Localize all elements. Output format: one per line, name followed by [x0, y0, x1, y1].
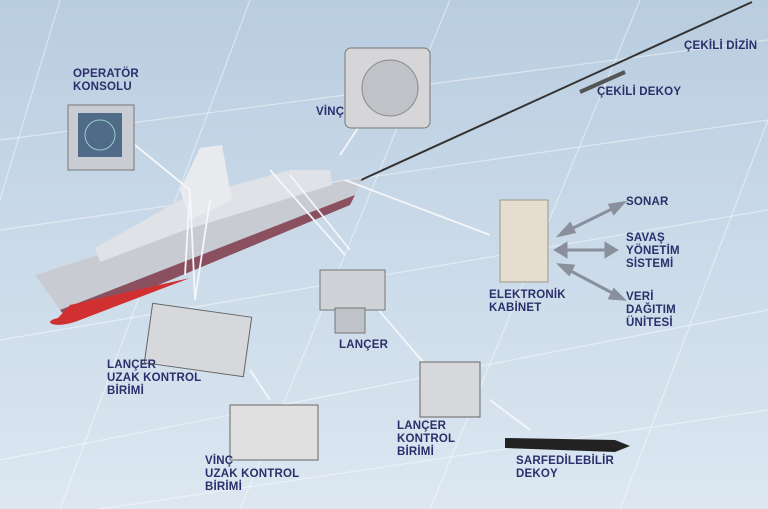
electronic-cabinet-device — [499, 199, 549, 283]
towed-decoy-body — [579, 70, 626, 94]
winch-device — [344, 47, 431, 129]
label-line: BİRİMİ — [107, 385, 144, 397]
label-line: BİRİMİ — [397, 446, 434, 458]
label-line: UZAK KONTROL — [205, 468, 300, 480]
winch-remote-control-device — [229, 404, 319, 461]
label-line: KONTROL — [397, 433, 456, 445]
label-operator-console: OPERATÖR KONSOLU — [73, 68, 139, 94]
label-combat-management-system: SAVAŞ YÖNETİM SİSTEMİ — [626, 232, 680, 271]
launcher-device — [319, 269, 386, 334]
label-launcher-remote-control: LANÇER UZAK KONTROL BİRİMİ — [107, 359, 201, 398]
label-line: OPERATÖR — [73, 68, 139, 80]
label-line: VİNÇ — [205, 455, 234, 467]
label-line: DEKOY — [516, 468, 558, 480]
arrows — [553, 200, 627, 301]
label-expendable-decoy: SARFEDİLEBİLİR DEKOY — [516, 455, 614, 481]
launcher-remote-control-device — [143, 302, 253, 378]
connection-lines — [134, 124, 531, 431]
label-line: KONSOLU — [73, 81, 132, 93]
label-towed-array: ÇEKİLİ DİZİN — [684, 40, 758, 52]
label-towed-decoy: ÇEKİLİ DEKOY — [597, 86, 682, 98]
label-line: VERİ — [626, 291, 654, 303]
label-line: SİSTEMİ — [626, 258, 674, 270]
operator-console-device — [67, 104, 135, 171]
label-winch-remote-control: VİNÇ UZAK KONTROL BİRİMİ — [205, 455, 299, 494]
label-line: LANÇER — [107, 359, 157, 371]
ship — [35, 145, 362, 325]
label-line: SAVAŞ — [626, 232, 665, 244]
label-launcher: LANÇER — [339, 339, 389, 351]
label-line: ÜNİTESİ — [626, 317, 673, 329]
label-line: SARFEDİLEBİLİR — [516, 455, 614, 467]
expendable-decoy-device — [505, 438, 630, 452]
label-winch: VİNÇ — [316, 106, 345, 118]
label-line: KABİNET — [489, 302, 542, 314]
label-line: ELEKTRONİK — [489, 289, 566, 301]
label-launcher-control: LANÇER KONTROL BİRİMİ — [397, 420, 455, 459]
tow-cable — [349, 1, 753, 186]
label-line: DAĞITIM — [626, 304, 676, 316]
label-line: YÖNETİM — [626, 245, 680, 257]
label-line: BİRİMİ — [205, 481, 242, 493]
label-sonar: SONAR — [626, 196, 669, 208]
label-electronic-cabinet: ELEKTRONİK KABİNET — [489, 289, 566, 315]
label-data-distribution-unit: VERİ DAĞITIM ÜNİTESİ — [626, 291, 676, 330]
label-line: UZAK KONTROL — [107, 372, 202, 384]
launcher-control-device — [419, 361, 481, 418]
label-line: LANÇER — [397, 420, 447, 432]
